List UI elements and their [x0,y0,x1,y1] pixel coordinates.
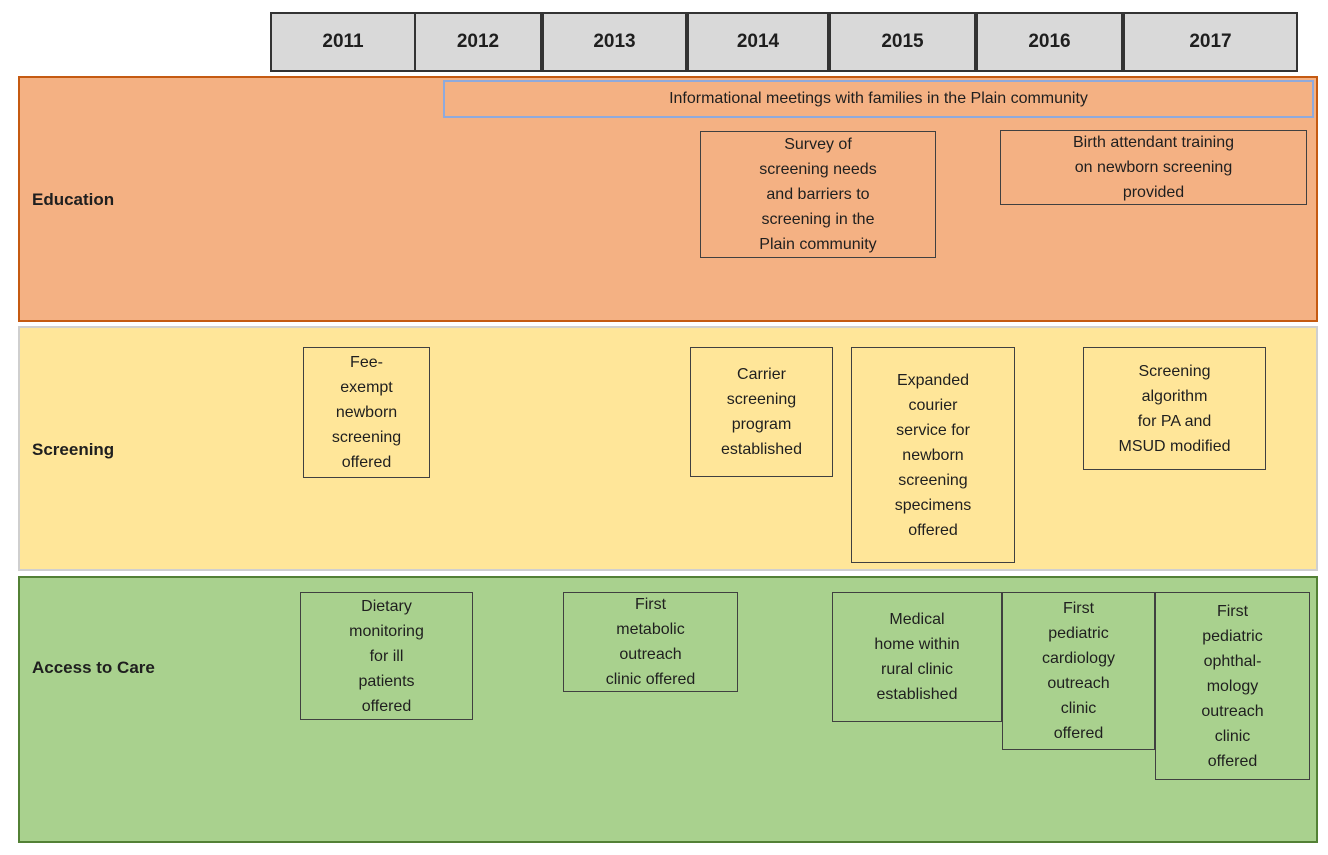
screening-row-label: Screening [32,440,115,459]
year-header-2012: 2012 [414,12,542,72]
year-header-2014: 2014 [687,12,829,72]
access-to-care-row-label: Access to Care [32,658,155,677]
year-header-2011: 2011 [270,12,416,72]
education-row-label: Education [32,190,115,209]
event-informational-meetings: Informational meetings with families in … [443,80,1314,118]
year-header-2016: 2016 [976,12,1123,72]
year-header-2015: 2015 [829,12,976,72]
event-fee-exempt-newborn-screening: Fee- exempt newborn screening offered [303,347,430,478]
event-survey-screening-needs: Survey of screening needs and barriers t… [700,131,936,258]
event-dietary-monitoring: Dietary monitoring for ill patients offe… [300,592,473,720]
event-carrier-screening-program: Carrier screening program established [690,347,833,477]
year-header-2017: 2017 [1123,12,1298,72]
year-header-2013: 2013 [542,12,687,72]
event-screening-algorithm-modified: Screening algorithm for PA and MSUD modi… [1083,347,1266,470]
event-birth-attendant-training: Birth attendant training on newborn scre… [1000,130,1307,205]
event-first-metabolic-outreach-clinic: First metabolic outreach clinic offered [563,592,738,692]
event-first-pediatric-ophthalmology-clinic: First pediatric ophthal- mology outreach… [1155,592,1310,780]
event-expanded-courier-service: Expanded courier service for newborn scr… [851,347,1015,563]
event-first-pediatric-cardiology-clinic: First pediatric cardiology outreach clin… [1002,592,1155,750]
event-medical-home-rural-clinic: Medical home within rural clinic establi… [832,592,1002,722]
